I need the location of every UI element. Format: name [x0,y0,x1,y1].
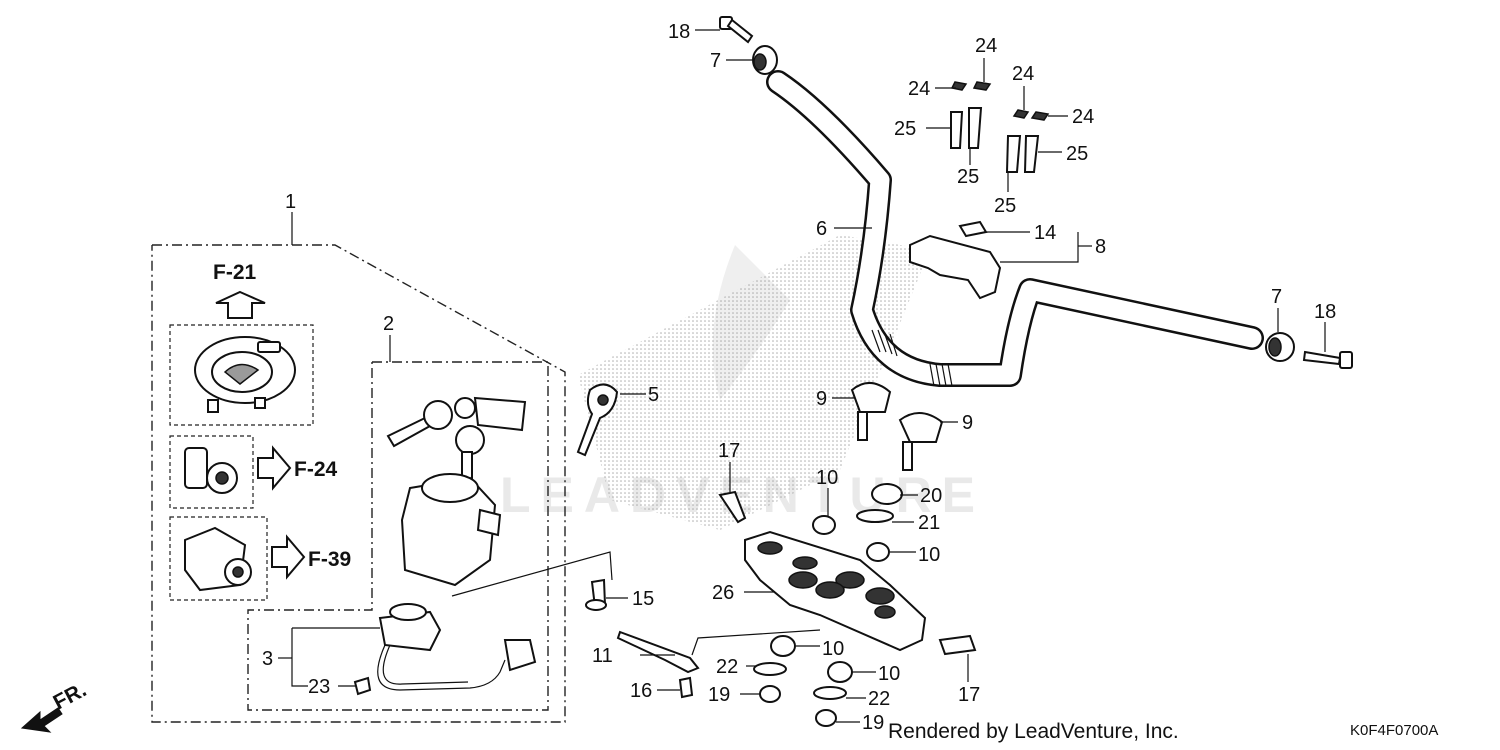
holder-bolts [950,81,1050,173]
callouts: 1 2 3 5 6 7 7 8 9 9 10 10 10 10 11 14 15… [262,21,1336,734]
callout-23: 23 [308,676,330,698]
lower-holder-right [898,412,944,471]
callout-22a: 22 [716,656,738,678]
seat-lock-drawing [184,447,238,494]
callout-10d: 10 [878,663,900,685]
callout-17a: 17 [718,440,740,462]
handlebar-drawing [766,70,1264,387]
end-collar-left [752,45,778,75]
callout-22b: 22 [868,688,890,710]
section-ref-f39: F-39 [308,548,351,571]
callout-19a: 19 [708,684,730,706]
callout-20: 20 [920,485,942,507]
callout-10b: 10 [918,544,940,566]
arrow-right-icon [257,445,292,491]
callout-9a: 9 [816,388,827,410]
kit-boundary-2 [247,361,549,711]
lower-holder-left [850,382,892,441]
callout-10c: 10 [822,638,844,660]
box-helmet-lock [169,516,268,601]
callout-25a: 25 [894,118,916,140]
callout-11: 11 [592,645,613,667]
callout-8: 8 [1095,236,1106,258]
callout-24d: 24 [1072,106,1094,128]
callout-25b: 25 [957,166,979,188]
shading-region [578,235,930,530]
upper-holder-drawing [909,220,1002,300]
callout-26: 26 [712,582,734,604]
key-drawing [576,383,619,457]
callout-17b: 17 [958,684,980,706]
fuel-cap-drawing [194,336,296,413]
callout-3: 3 [262,648,273,670]
callout-5: 5 [648,384,659,406]
callout-16: 16 [630,680,652,702]
section-ref-f24: F-24 [294,458,338,481]
arrow-right-icon [271,534,306,580]
callout-14: 14 [1034,222,1056,244]
callout-21: 21 [918,512,940,534]
hardware-parts [585,483,977,727]
callout-24c: 24 [1012,63,1034,85]
end-collar-right [1265,332,1295,362]
helmet-lock-drawing [184,526,252,592]
callout-6: 6 [816,218,827,240]
callout-24b: 24 [908,78,930,100]
callout-7a: 7 [710,50,721,72]
callout-1: 1 [285,191,296,213]
end-bolt-left [719,16,754,44]
box-seat-lock [169,435,254,509]
front-arrow-icon [20,707,63,733]
footer-credit: Rendered by LeadVenture, Inc. [888,720,1179,743]
top-bridge-drawing [744,530,927,652]
callout-25c: 25 [1066,143,1088,165]
box-fuel-cap [169,324,314,426]
callout-19b: 19 [862,712,884,734]
section-ref-f21: F-21 [213,261,257,284]
callout-7b: 7 [1271,286,1282,308]
callout-10a: 10 [816,467,838,489]
arrow-up-icon [215,290,266,319]
diagram-code: K0F4F0700A [1350,722,1438,739]
callout-2: 2 [383,313,394,335]
callout-18a: 18 [668,21,690,43]
callout-9b: 9 [962,412,973,434]
leader-lines [278,29,1326,723]
ignition-switch-drawing [386,396,527,587]
callout-15: 15 [632,588,654,610]
callout-24a: 24 [975,35,997,57]
end-bolt-right [1302,350,1353,369]
immobilizer-drawing [353,603,537,696]
kit-boundary-1 [151,244,566,723]
callout-25d: 25 [994,195,1016,217]
callout-18b: 18 [1314,301,1336,323]
